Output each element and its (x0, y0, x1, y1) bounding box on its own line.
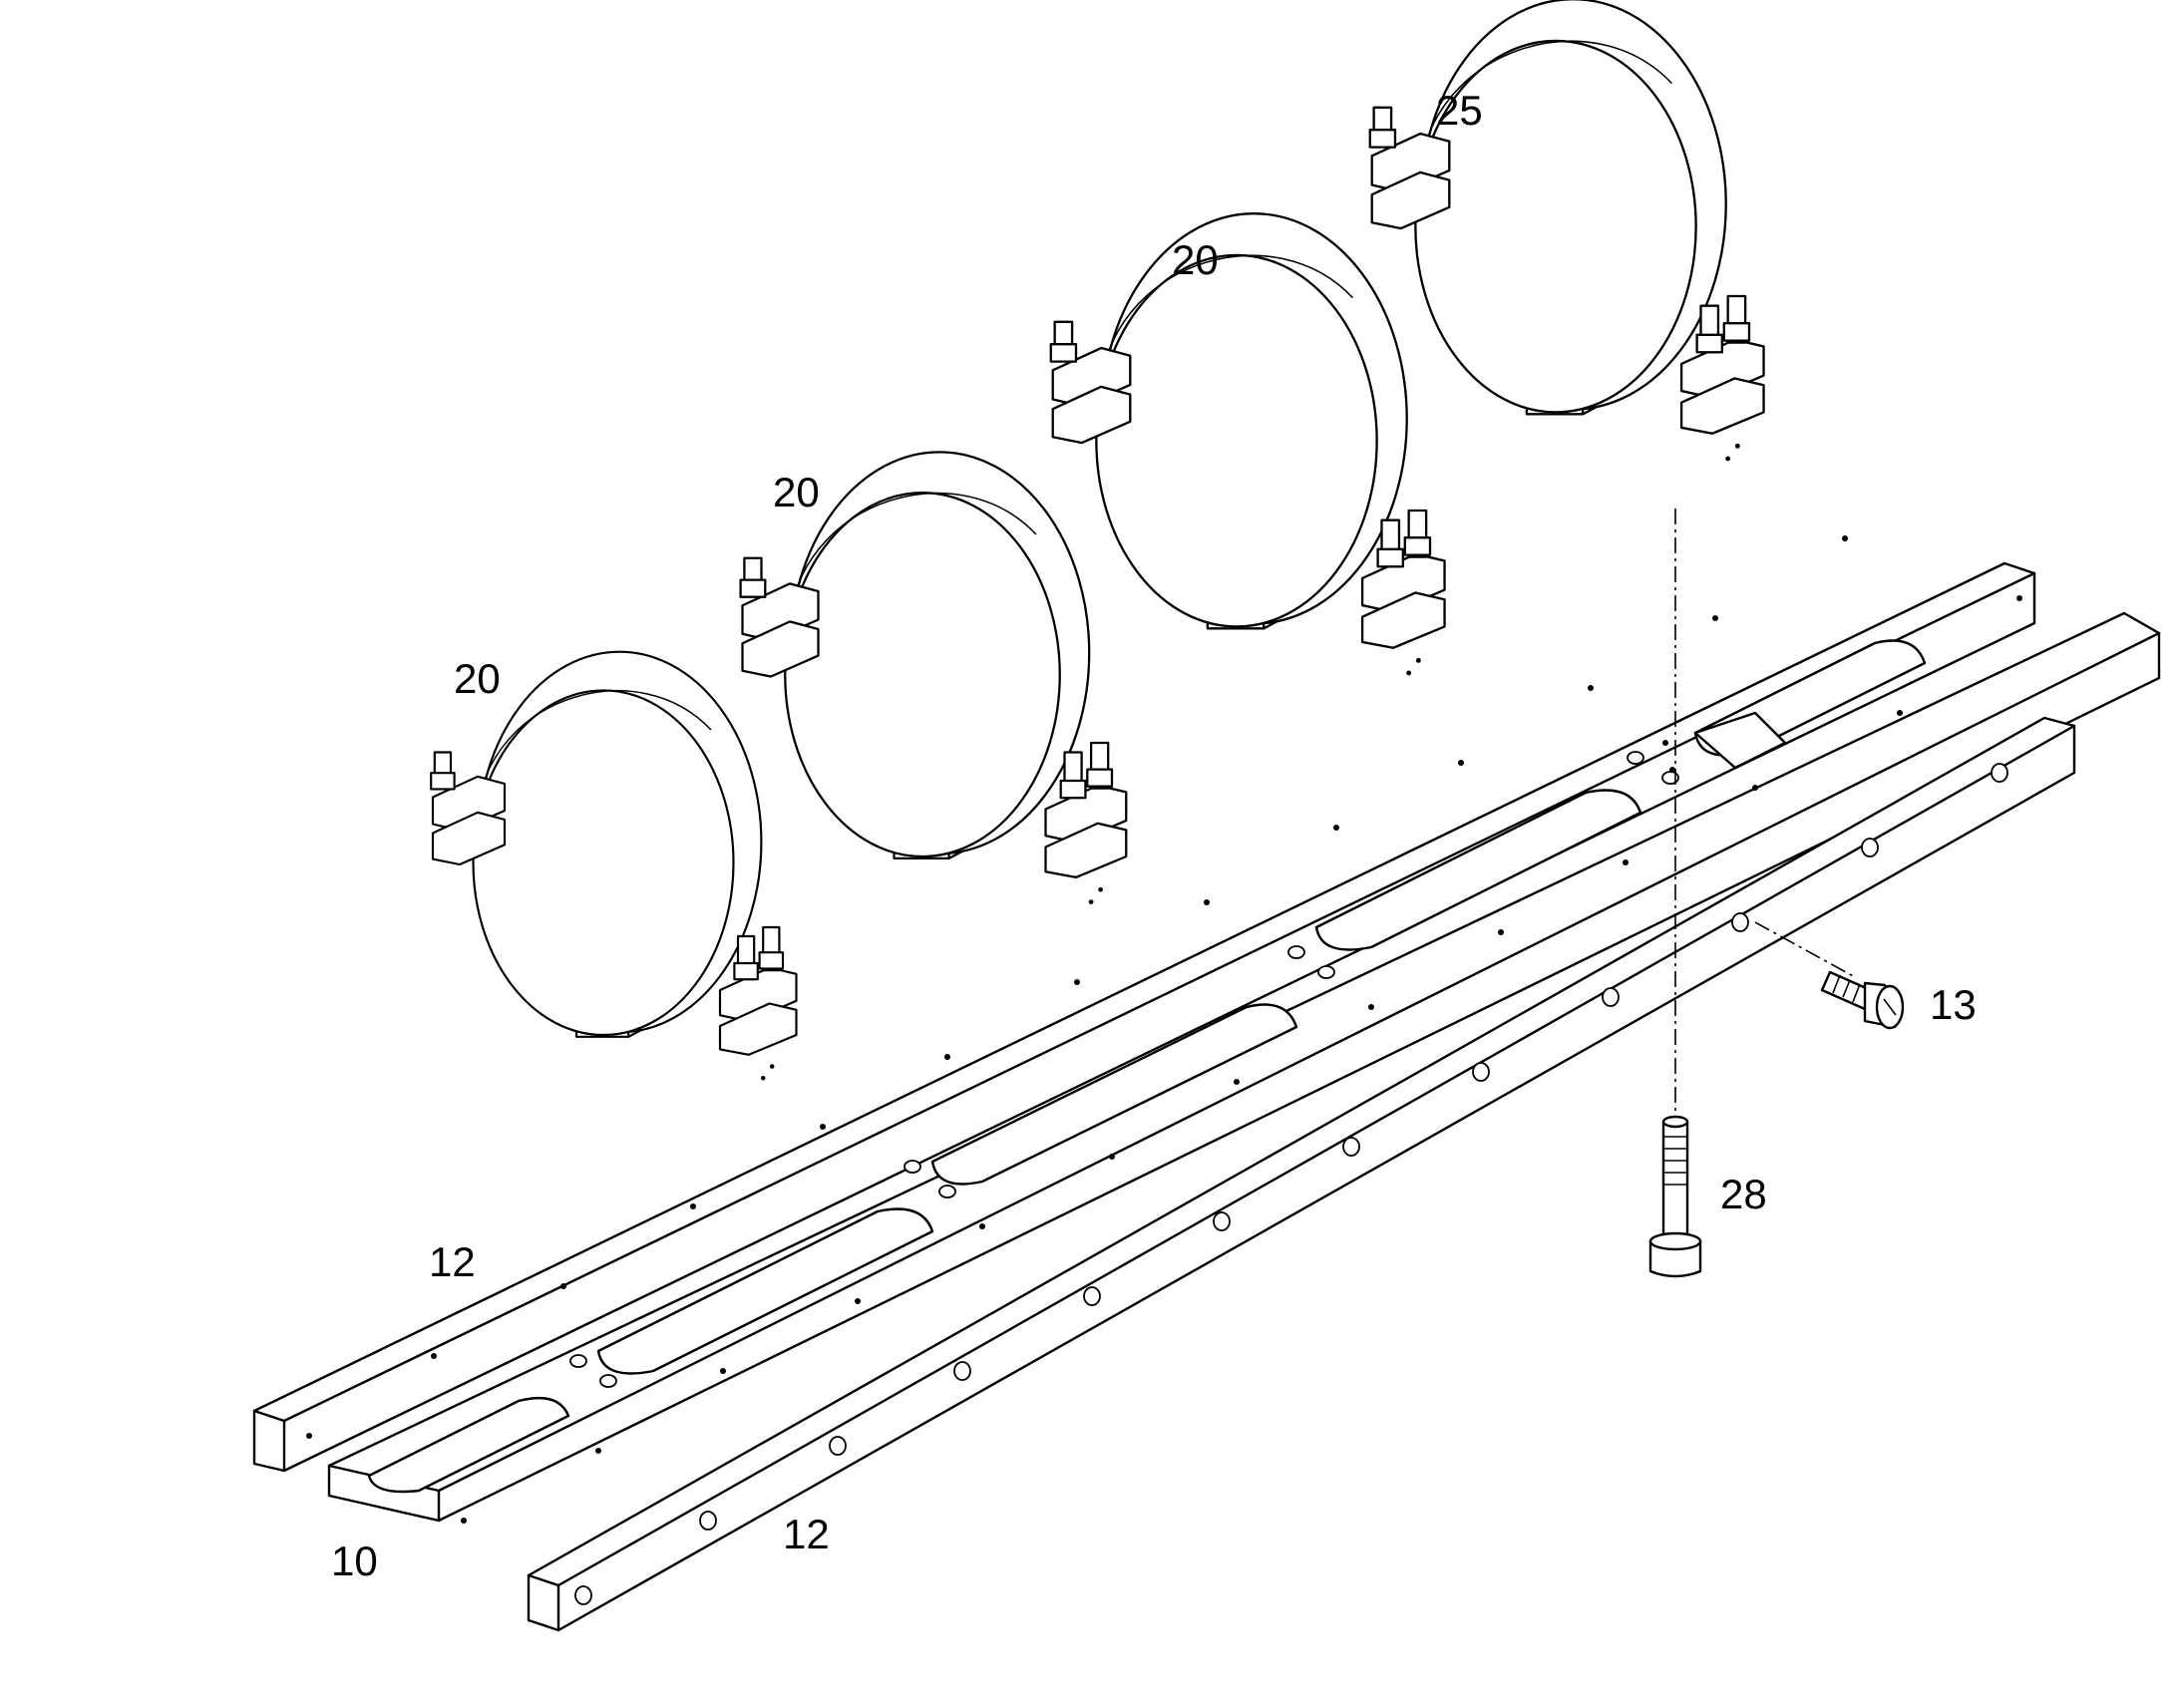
pipe-clamp-end (1368, 0, 1765, 463)
countersunk-screw (1820, 970, 1905, 1030)
callout-clamp-mid: 20 (773, 469, 820, 515)
centerline-side (1754, 921, 1856, 978)
callout-rail-back: 12 (429, 1238, 476, 1285)
socket-head-bolt (1648, 1115, 1702, 1278)
pipe-clamp-mid (739, 451, 1128, 906)
callout-bolt-vertical: 28 (1720, 1171, 1767, 1217)
rail-front (527, 716, 2076, 1632)
callout-clamp-end: 25 (1436, 87, 1483, 134)
callout-clamp-left: 20 (454, 655, 501, 702)
base-frame (327, 611, 2161, 1524)
rail-back (252, 535, 2036, 1473)
pipe-clamp-right (1049, 212, 1446, 677)
callout-rail-front: 12 (783, 1511, 830, 1557)
callout-clamp-right: 20 (1172, 236, 1219, 283)
callout-screw-side: 13 (1930, 981, 1977, 1028)
callout-base-frame: 10 (331, 1537, 378, 1584)
pipe-clamp-left (430, 650, 798, 1082)
